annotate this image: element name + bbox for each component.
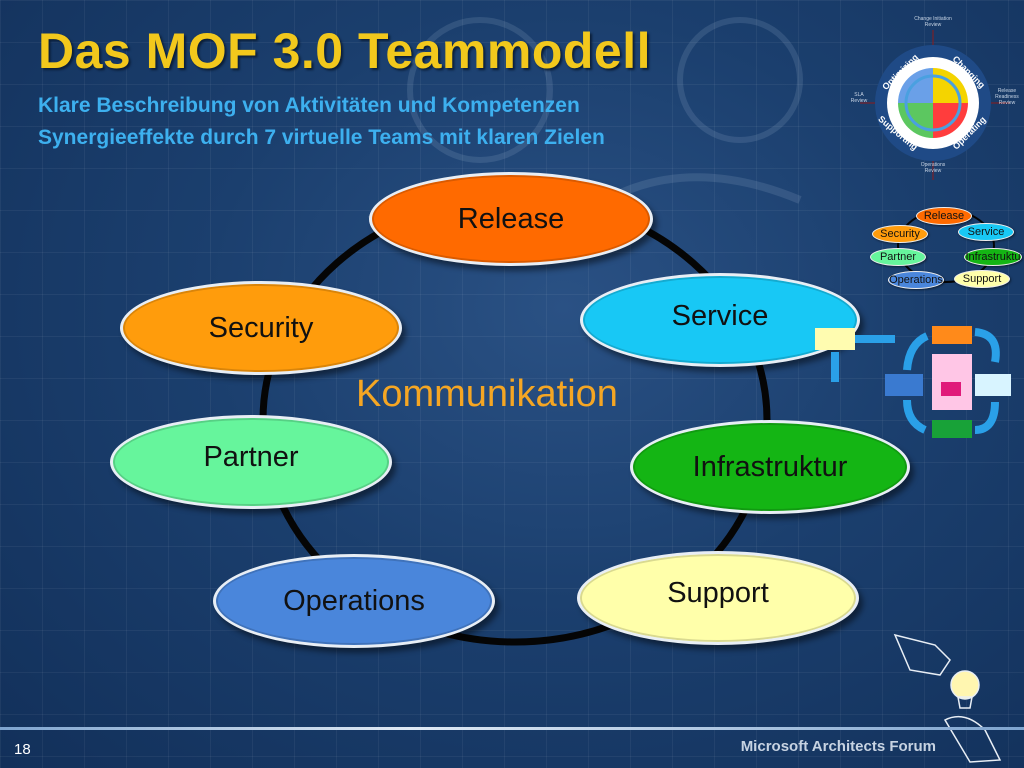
- mof-wheel-graphic: [860, 30, 1010, 180]
- mini-team-service: Service: [958, 223, 1014, 241]
- team-support[interactable]: Support: [577, 551, 859, 645]
- mini-team-security: Security: [872, 225, 928, 243]
- mini-team-infrastruktur-label: Infrastruktu: [965, 251, 1021, 263]
- team-release-label: Release: [457, 202, 565, 235]
- mof-right-review: Release Readiness Review: [995, 88, 1019, 106]
- mini-team-support: Support: [954, 270, 1010, 288]
- mof-process-wheel: Optimizing Changing Supporting Operating: [860, 30, 1010, 180]
- team-security[interactable]: Security: [120, 281, 402, 375]
- lightbulb-hand-illustration: [893, 633, 1002, 763]
- team-operations-label: Operations: [283, 584, 425, 617]
- team-service[interactable]: Service: [580, 273, 860, 367]
- mini-team-partner-label: Partner: [879, 251, 917, 263]
- team-partner[interactable]: Partner: [110, 415, 392, 509]
- subtitle-2: Synergieeffekte durch 7 virtuelle Teams …: [38, 126, 605, 149]
- page-number: 18: [14, 741, 31, 758]
- team-service-label: Service: [671, 300, 769, 332]
- mini-team-operations-label: Operations: [889, 274, 943, 286]
- center-label: Kommunikation: [356, 373, 618, 415]
- mof-left-review: SLA Review: [850, 92, 868, 104]
- mini-team-release-label: Release: [923, 210, 965, 222]
- subtitle-1: Klare Beschreibung von Aktivitäten und K…: [38, 94, 580, 117]
- footer-brand: Microsoft Architects Forum: [740, 738, 936, 755]
- mini-team-infrastruktur: Infrastruktu: [964, 248, 1022, 266]
- mini-team-operations: Operations: [888, 271, 944, 289]
- mini-team-service-label: Service: [967, 226, 1005, 238]
- team-operations[interactable]: Operations: [213, 554, 495, 648]
- mini-team-partner: Partner: [870, 248, 926, 266]
- team-security-label: Security: [208, 311, 314, 344]
- mof-top-review: Change Initiation Review: [914, 16, 952, 28]
- footer-divider: [0, 727, 1024, 730]
- mini-team-support-label: Support: [962, 273, 1002, 285]
- team-release[interactable]: Release: [369, 172, 653, 266]
- mof-bottom-review: Operations Review: [920, 162, 946, 174]
- team-partner-label: Partner: [203, 440, 299, 473]
- mini-team-security-label: Security: [880, 228, 920, 240]
- slide-title: Das MOF 3.0 Teammodell: [38, 23, 652, 79]
- team-infrastruktur-label: Infrastruktur: [692, 450, 848, 483]
- team-support-label: Support: [667, 576, 769, 609]
- team-infrastruktur[interactable]: Infrastruktur: [630, 420, 910, 514]
- mini-team-release: Release: [916, 207, 972, 225]
- mini-process-diagram: [815, 326, 1011, 438]
